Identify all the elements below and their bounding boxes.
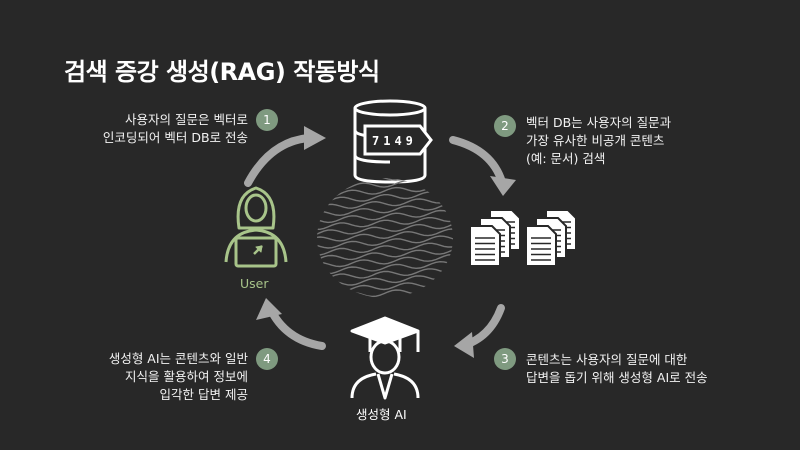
vector-database-icon bbox=[353, 99, 433, 184]
genai-label: 생성형 AI bbox=[356, 407, 407, 422]
wave-line bbox=[317, 195, 453, 211]
step-3-badge: 3 bbox=[494, 348, 516, 370]
step-4-badge: 4 bbox=[256, 348, 278, 370]
step-4-text: 생성형 AI는 콘텐츠와 일반 지식을 활용하여 정보에 입각한 답변 제공 bbox=[108, 351, 248, 402]
arrowhead-1 bbox=[304, 126, 326, 150]
step-3-text: 콘텐츠는 사용자의 질문에 대한 답변을 돕기 위해 생성형 AI로 전송 bbox=[526, 352, 708, 385]
wave-line bbox=[317, 209, 453, 224]
wave-line bbox=[317, 279, 453, 293]
wave-line bbox=[317, 221, 453, 237]
arrow-user-to-db bbox=[244, 134, 312, 187]
documents-icon bbox=[469, 209, 577, 267]
arrowhead-4 bbox=[256, 298, 282, 320]
user-icon bbox=[224, 186, 288, 268]
arrow-db-to-docs bbox=[449, 136, 506, 186]
wave-line bbox=[317, 217, 453, 230]
wave-line bbox=[317, 242, 453, 256]
wave-line bbox=[317, 202, 453, 217]
page-title: 검색 증강 생성(RAG) 작동방식 bbox=[64, 58, 380, 86]
wave-line bbox=[317, 260, 453, 275]
arrowhead-2 bbox=[490, 176, 516, 196]
step-1-text: 사용자의 질문은 벡터로 인코딩되어 벡터 DB로 전송 bbox=[102, 112, 248, 145]
wave-line bbox=[317, 253, 453, 268]
wave-line bbox=[317, 191, 453, 205]
step-2-text: 벡터 DB는 사용자의 질문과 가장 유사한 비공개 콘텐츠 (예: 문서) 검… bbox=[526, 115, 672, 166]
wave-line bbox=[317, 178, 453, 191]
user-label: User bbox=[240, 276, 269, 291]
wave-line bbox=[317, 228, 453, 242]
vector-code: 7149 bbox=[372, 134, 417, 148]
document-sheet bbox=[469, 225, 501, 267]
genai-graduate-icon bbox=[350, 316, 420, 400]
wave-line bbox=[317, 235, 453, 249]
wave-line bbox=[317, 178, 453, 179]
arrowhead-3 bbox=[454, 332, 474, 358]
wave-line bbox=[317, 247, 453, 262]
step-1-badge: 1 bbox=[256, 109, 278, 131]
step-2-badge: 2 bbox=[494, 115, 516, 137]
document-sheet bbox=[525, 225, 557, 267]
wave-line bbox=[317, 268, 453, 282]
embedding-sphere-icon bbox=[317, 178, 453, 298]
